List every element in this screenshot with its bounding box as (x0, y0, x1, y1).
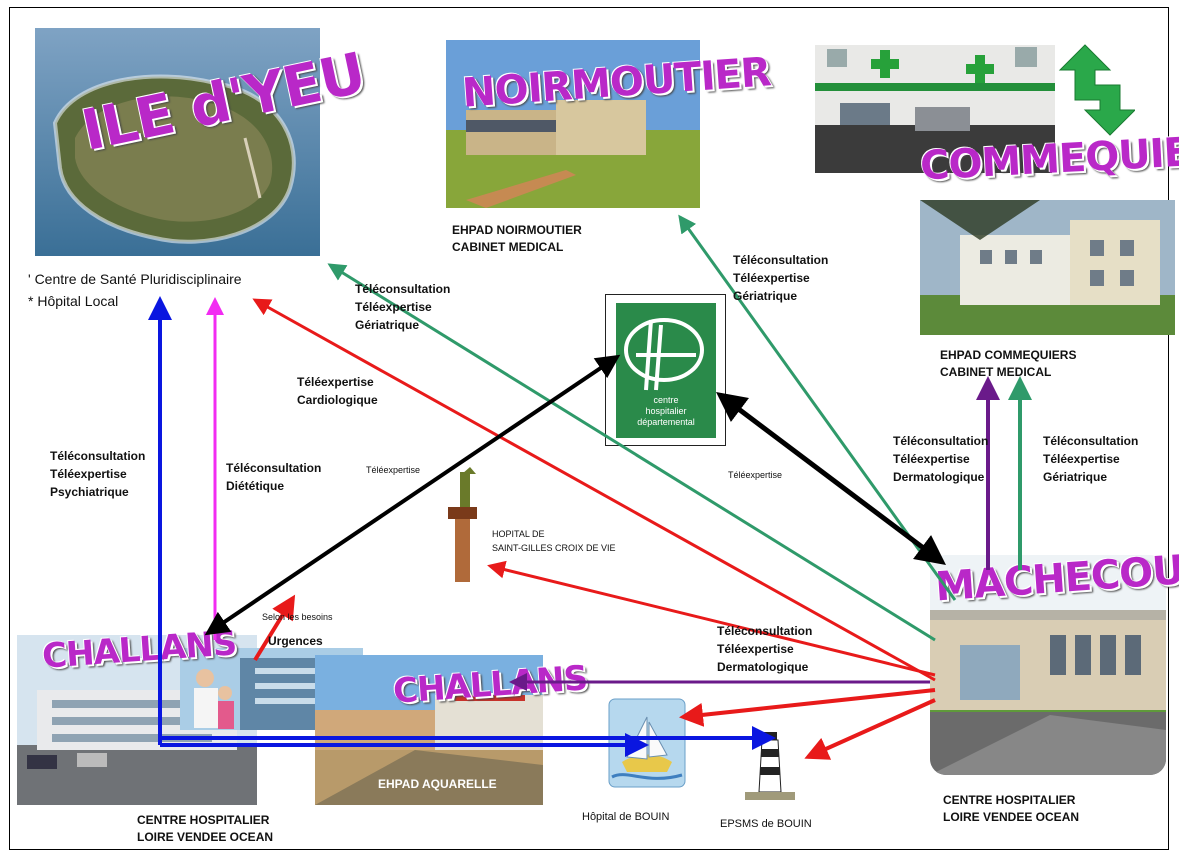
label-line: Téléconsultation (717, 624, 813, 638)
arrow-machecoul-chd-teleexpertise (716, 391, 946, 566)
chd-logo-box: centre hospitalier départemental (605, 294, 726, 446)
label-line: Diététique (226, 479, 285, 493)
ehpad-commequiers-caption-line1: EHPAD COMMEQUIERS (940, 348, 1077, 362)
arrow-machecoul-to-bouin (679, 688, 936, 727)
label-line: Téléexpertise (893, 452, 970, 466)
label-line: Téléexpertise (733, 271, 810, 285)
label-dietetique: Téléconsultation Diététique (226, 459, 321, 495)
ile-dyeu-facilities: ' Centre de Santé Pluridisciplinaire * H… (28, 268, 242, 312)
label-line: Téléexpertise (355, 300, 432, 314)
noirmoutier-caption: EHPAD NOIRMOUTIER CABINET MEDICAL (452, 222, 582, 256)
label-line: Gériatrique (1043, 470, 1108, 484)
ile-dyeu-photo (35, 28, 320, 256)
challans-hospital-caption-line2: LOIRE VENDEE OCEAN (137, 830, 274, 844)
label-line: Psychiatrique (50, 485, 129, 499)
label-line: Téléexpertise (50, 467, 127, 481)
label-urgences: Urgences (268, 634, 323, 648)
svg-text:départemental: départemental (637, 417, 695, 427)
label-selon-les-besoins: Selon les besoins (262, 612, 333, 622)
challans-hospital-caption-line1: CENTRE HOSPITALIER (137, 813, 270, 827)
arrow-challans-chd-teleexpertise (204, 354, 621, 636)
pharmacy-building-image (815, 25, 1055, 173)
label-teleexpertise-chd-machecoul: Téléexpertise (728, 470, 783, 480)
label-line: Téléconsultation (893, 434, 989, 448)
epsms-bouin-caption: EPSMS de BOUIN (720, 818, 812, 830)
label-line: Gériatrique (355, 318, 420, 332)
label-line: Téléexpertise (297, 375, 374, 389)
chd-logo-icon: centre hospitalier départemental (616, 303, 716, 438)
label-aquarelle-dermato: Téléconsultation Téléexpertise Dermatolo… (717, 622, 812, 676)
label-teleexpertise-chd-challans: Téléexpertise (366, 465, 421, 475)
label-line: Dermatologique (717, 660, 809, 674)
label-line: Téléconsultation (50, 449, 146, 463)
machecoul-caption-line1: CENTRE HOSPITALIER (943, 793, 1076, 807)
arrow-machecoul-to-epsms (804, 698, 936, 760)
label-line: Téléconsultation (355, 282, 451, 296)
machecoul-hospital-image (930, 555, 1166, 775)
green-u-turn-arrow-icon (1058, 44, 1135, 136)
arrow-challans-urgences (253, 594, 296, 662)
label-line: Cardiologique (297, 393, 378, 407)
challans-hospital-caption: CENTRE HOSPITALIER LOIRE VENDEE OCEAN (137, 812, 273, 846)
arrow-machecoul-to-ile-dyeu-cardiologique (252, 298, 936, 682)
svg-text:centre: centre (653, 395, 678, 405)
ehpad-commequiers-image (920, 200, 1175, 335)
label-psychiatrique: Téléconsultation Téléexpertise Psychiatr… (50, 447, 145, 501)
label-commequiers-dermato: Téléconsultation Téléexpertise Dermatolo… (893, 432, 988, 486)
ehpad-commequiers-caption: EHPAD COMMEQUIERS CABINET MEDICAL (940, 347, 1076, 381)
noirmoutier-building-image (446, 40, 700, 208)
machecoul-caption-line2: LOIRE VENDEE OCEAN (943, 810, 1080, 824)
ehpad-aquarelle-caption: EHPAD AQUARELLE (378, 777, 497, 791)
ehpad-commequiers-photo (920, 200, 1175, 335)
label-noirmoutier-geriatrique: Téléconsultation Téléexpertise Gériatriq… (733, 251, 828, 305)
noirmoutier-caption-line2: CABINET MEDICAL (452, 240, 564, 254)
ile-dyeu-facility-2: * Hôpital Local (28, 293, 119, 309)
label-line: Gériatrique (733, 289, 798, 303)
label-ile-dyeu-geriatrique: Téléconsultation Téléexpertise Gériatriq… (355, 280, 450, 334)
machecoul-caption: CENTRE HOSPITALIER LOIRE VENDEE OCEAN (943, 792, 1079, 826)
ehpad-aquarelle-photo (315, 655, 543, 805)
arrow-machecoul-to-ile-dyeu-geriatrique (327, 263, 936, 642)
ehpad-commequiers-caption-line2: CABINET MEDICAL (940, 365, 1052, 379)
label-line: Téléconsultation (1043, 434, 1139, 448)
label-line: Téléconsultation (226, 461, 322, 475)
ehpad-aquarelle-image (315, 655, 543, 805)
noirmoutier-caption-line1: EHPAD NOIRMOUTIER (452, 223, 582, 237)
arrow-machecoul-to-saint-gilles (487, 560, 936, 677)
island-aerial-image (35, 28, 320, 256)
diagram-frame (9, 7, 1169, 850)
machecoul-photo (930, 555, 1166, 775)
label-cardiologique: Téléexpertise Cardiologique (297, 373, 378, 409)
svg-text:hospitalier: hospitalier (645, 406, 686, 416)
label-line: Téléconsultation (733, 253, 829, 267)
label-line: Dermatologique (893, 470, 985, 484)
label-line: Téléexpertise (1043, 452, 1120, 466)
noirmoutier-photo (446, 40, 700, 208)
bouin-hospital-caption: Hôpital de BOUIN (582, 811, 670, 823)
commequiers-pharmacy-photo (815, 25, 1055, 173)
label-line: Téléexpertise (717, 642, 794, 656)
ile-dyeu-facility-1: ' Centre de Santé Pluridisciplinaire (28, 271, 242, 287)
label-commequiers-geriatrique: Téléconsultation Téléexpertise Gériatriq… (1043, 432, 1138, 486)
